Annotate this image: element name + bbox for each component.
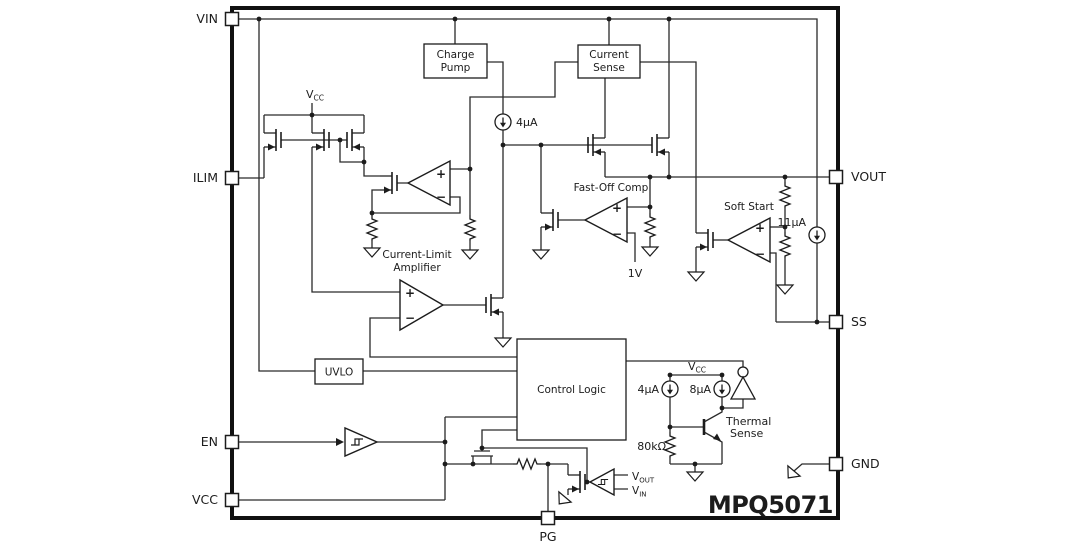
ilim-sense-fet: [379, 171, 398, 195]
vout-pin: [828, 169, 844, 185]
vcc-pin-label: VCC: [192, 492, 218, 507]
part-number: MPQ5071: [708, 491, 833, 519]
fast-off-plus: +: [612, 201, 622, 215]
thermal-4ua-label: 4µA: [637, 383, 659, 396]
charge-pump-label-1: Charge: [437, 49, 475, 61]
current-limit-amp-label-1: Current-Limit: [382, 249, 451, 261]
thermal-resistor-label: 80kΩ: [637, 440, 666, 453]
thermal-sense-label-2: Sense: [730, 427, 763, 440]
fast-off-ref-label: 1V: [628, 267, 643, 280]
vin-pin-label: VIN: [196, 11, 218, 26]
thermal-4ua-source: [661, 380, 679, 398]
ss-pin: [828, 314, 844, 330]
labels: VIN ILIM EN VCC VOUT SS GND PG Charge Pu…: [192, 11, 886, 544]
control-logic-label: Control Logic: [537, 384, 606, 396]
ss-pin-label: SS: [851, 314, 867, 329]
junction-dots: [256, 16, 820, 485]
pass-fet-2: [651, 133, 670, 157]
fast-off-resistor: [644, 212, 656, 240]
charge-pump-block: [423, 43, 488, 79]
vin-pin: [224, 11, 240, 27]
pg-vin-input-label: VIN: [632, 485, 647, 499]
thermal-bjt: [702, 419, 721, 441]
chip-outline: [230, 6, 840, 520]
bjt-emitter-arrow: [713, 433, 721, 441]
current-sense-label-1: Current: [589, 49, 628, 61]
thermal-inverter: [729, 366, 757, 400]
function-blocks: [314, 43, 641, 441]
soft-start-divider-bottom: [779, 231, 791, 259]
vcc-net-label-thermal: VCC: [688, 360, 706, 375]
pg-pulldown-fet: [567, 470, 586, 494]
en-schmitt-buffer: [344, 426, 379, 458]
cl-amp-plus: +: [405, 286, 415, 300]
current-limit-amp-label-2: Amplifier: [393, 262, 441, 274]
thermal-sense-label-1: Thermal: [725, 415, 771, 428]
vin-rail: [239, 18, 818, 227]
pg-vout-input-label: VOUT: [632, 471, 655, 485]
cl-amp-minus: −: [405, 311, 415, 325]
current-limit-amp-triangle: [399, 278, 445, 332]
soft-start-comp-triangle: [726, 216, 771, 264]
pg-pin: [540, 510, 556, 526]
ilim-resistor-1: [366, 214, 378, 242]
pg-series-resistor: [512, 458, 542, 470]
wires: [239, 18, 829, 511]
en-pin-label: EN: [201, 434, 218, 449]
fast-off-minus: −: [612, 227, 622, 241]
mirror-fet-3: [346, 128, 365, 152]
soft-start-fet: [695, 228, 714, 252]
gate-bias-current-label: 4µA: [516, 116, 538, 129]
pins: [224, 11, 844, 526]
soft-start-plus: +: [755, 221, 765, 235]
amplifiers: [344, 159, 771, 497]
ilim-resistor-2: [464, 214, 476, 242]
pg-pin-label: PG: [539, 529, 556, 544]
fast-off-pulldown-fet: [540, 208, 559, 232]
soft-start-divider-top: [779, 181, 791, 209]
ilim-pin: [224, 170, 240, 186]
charge-pump-label-2: Pump: [441, 62, 471, 74]
ilim-amp-plus: +: [436, 167, 446, 181]
thermal-80k-resistor: [664, 431, 676, 459]
ilim-amp-minus: −: [436, 190, 446, 204]
soft-start-current-label: 11µA: [777, 216, 806, 229]
uvlo-label: UVLO: [325, 367, 354, 379]
soft-start-current-source: [808, 226, 826, 244]
fast-off-comp-label: Fast-Off Comp: [574, 182, 649, 194]
vcc-net-label-mirror: VCC: [306, 88, 324, 103]
thermal-8ua-source: [713, 380, 731, 398]
ilim-amp-triangle: [406, 159, 451, 207]
current-limit-pulldown-fet: [485, 293, 504, 317]
gnd-pin: [828, 456, 844, 472]
thermal-8ua-label: 8µA: [689, 383, 711, 396]
uvlo-block: [314, 358, 364, 385]
en-pin: [224, 434, 240, 450]
control-logic-block: [516, 338, 627, 441]
soft-start-minus: −: [755, 247, 765, 261]
current-sense-block: [577, 44, 641, 79]
gate-bias-current-source: [494, 113, 512, 131]
ilim-pin-label: ILIM: [193, 170, 218, 185]
soft-start-label: Soft Start: [724, 201, 774, 213]
vout-pin-label: VOUT: [851, 169, 886, 184]
current-sense-label-2: Sense: [593, 62, 625, 74]
en-signal-arrow: [336, 438, 344, 446]
gnd-pin-label: GND: [851, 456, 880, 471]
vcc-pin: [224, 492, 240, 508]
pg-schmitt-comp: [588, 467, 615, 497]
mirror-fet-1: [263, 128, 282, 152]
fast-off-comp-triangle: [583, 196, 628, 244]
